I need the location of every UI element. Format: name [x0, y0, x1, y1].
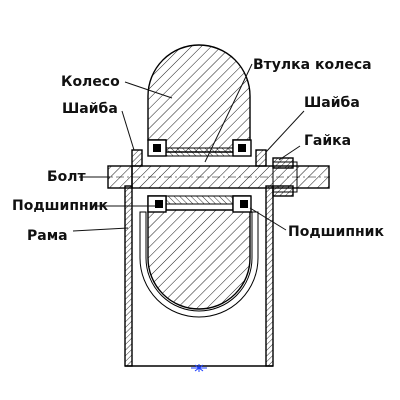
nut	[272, 157, 294, 197]
label-washer-left: Шайба	[62, 101, 118, 117]
label-hub: Втулка колеса	[253, 57, 372, 73]
label-washer-right: Шайба	[304, 95, 360, 111]
leader-washer-right	[265, 110, 305, 153]
label-bearing-right: Подшипник	[288, 224, 384, 240]
label-nut: Гайка	[304, 133, 351, 149]
label-wheel: Колесо	[61, 74, 120, 90]
bearing-upper-left-ball	[153, 144, 161, 152]
center-mark-icon	[191, 364, 207, 372]
bearing-lower-right-ball	[240, 200, 248, 208]
frame-left-wall	[124, 185, 133, 367]
wheel-lower-body	[147, 195, 251, 310]
bolt	[100, 161, 330, 193]
wheel-lower-rim	[139, 211, 259, 318]
wheel	[139, 44, 259, 318]
bearing-upper-right-ball	[238, 144, 246, 152]
label-bearing-left: Подшипник	[12, 198, 108, 214]
leader-washer-left	[121, 110, 135, 151]
hub-upper	[165, 147, 234, 157]
leader-lines	[72, 63, 305, 232]
wheel-upper-body	[147, 44, 251, 153]
washer-left	[131, 149, 143, 167]
frame-right-wall	[265, 185, 274, 367]
labels: Колесо Втулка колеса Шайба Шайба Гайка Б…	[12, 57, 384, 244]
nut-body	[272, 157, 294, 169]
bearing-lower-left-ball	[155, 200, 163, 208]
bearings	[147, 139, 252, 213]
nut-body-lower	[272, 185, 294, 197]
label-frame: Рама	[27, 228, 68, 244]
leader-nut	[278, 145, 301, 161]
leader-frame	[72, 227, 129, 232]
leader-bearing-right	[249, 207, 287, 231]
leader-hub	[204, 63, 253, 163]
washer-right	[255, 149, 267, 167]
hub-lower	[165, 195, 234, 205]
label-bolt: Болт	[47, 169, 87, 185]
leader-wheel	[124, 81, 173, 99]
